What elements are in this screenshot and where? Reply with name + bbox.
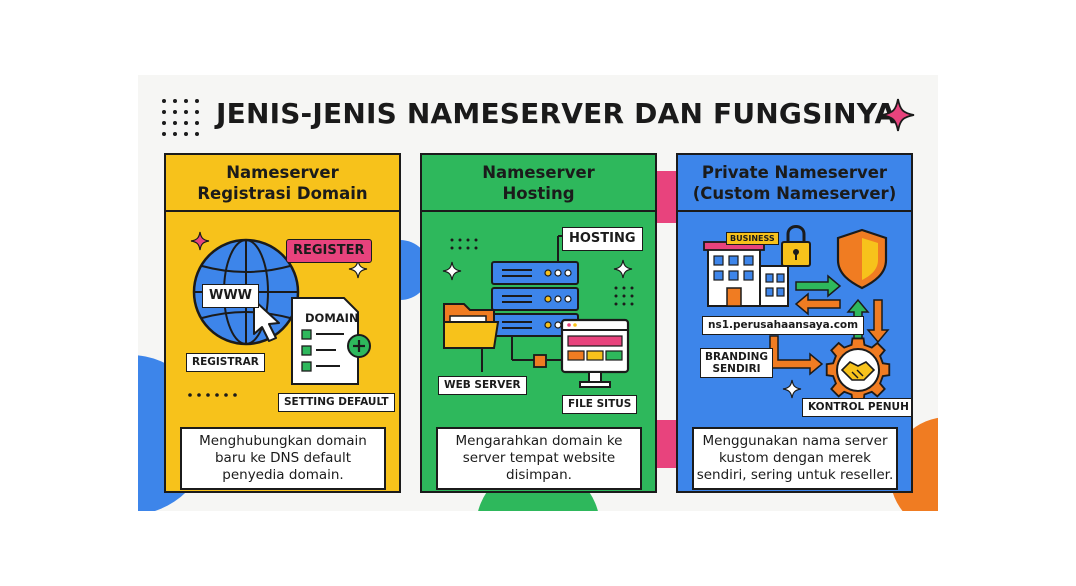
server-stack-icon	[491, 261, 579, 337]
panel-registrasi-domain: Nameserver Registrasi Domain	[164, 153, 401, 493]
shield-icon	[836, 228, 888, 290]
panel-title: Nameserver Hosting	[482, 162, 595, 203]
branding-sendiri-tag: BRANDING SENDIRI	[700, 348, 774, 378]
building-icon	[703, 241, 789, 307]
panel-private-nameserver: Private Nameserver (Custom Nameserver)	[676, 153, 913, 493]
setting-default-tag: SETTING DEFAULT	[278, 393, 395, 412]
sparkle-icon	[442, 261, 462, 281]
web-server-tag: WEB SERVER	[438, 376, 527, 395]
arrow-down-icon	[866, 299, 890, 344]
monitor-icon	[560, 318, 630, 388]
description-text: Menghubungkan domain baru ke DNS default…	[199, 433, 367, 483]
title-row: JENIS-JENIS NAMESERVER DAN FUNGSINYA	[138, 75, 938, 153]
business-tag: BUSINESS	[726, 232, 779, 245]
panel-title: Nameserver Registrasi Domain	[197, 162, 368, 203]
infographic: JENIS-JENIS NAMESERVER DAN FUNGSINYA Nam…	[138, 75, 938, 511]
domain-label: DOMAIN	[305, 311, 359, 325]
top-pink-bar	[654, 171, 679, 223]
hosting-tag: HOSTING	[562, 227, 643, 251]
registrar-tag: REGISTRAR	[186, 353, 265, 372]
sparkle-icon	[348, 259, 368, 279]
description-text: Mengarahkan domain ke server tempat webs…	[455, 433, 623, 483]
dot-grid-icon	[450, 238, 478, 250]
arrow-right-icon	[795, 274, 842, 298]
sparkle-icon	[613, 259, 633, 279]
description-box: Menggunakan nama server kustom dengan me…	[692, 427, 898, 490]
www-label: WWW	[202, 284, 260, 308]
lock-icon	[781, 225, 811, 267]
panel-illustration: HOSTING WEB SERVER FILE SITUS	[422, 212, 655, 422]
sparkle-icon	[782, 379, 802, 399]
add-icon	[347, 334, 371, 358]
bottom-pink-bar	[654, 420, 679, 468]
panel-header: Private Nameserver (Custom Nameserver)	[678, 155, 911, 212]
sparkle-icon	[190, 231, 210, 251]
cursor-icon	[253, 299, 280, 342]
description-text: Menggunakan nama server kustom dengan me…	[696, 433, 894, 483]
dot-grid-icon	[614, 286, 634, 306]
description-box: Menghubungkan domain baru ke DNS default…	[180, 427, 386, 490]
kontrol-penuh-tag: KONTROL PENUH	[802, 398, 911, 417]
nameserver-address-tag: ns1.perusahaansaya.com	[702, 316, 865, 335]
page-title: JENIS-JENIS NAMESERVER DAN FUNGSINYA	[216, 97, 897, 130]
register-tag: REGISTER	[286, 239, 372, 263]
panel-hosting: Nameserver Hosting	[420, 153, 657, 493]
gear-handshake-icon	[825, 337, 891, 402]
arrow-left-icon	[794, 292, 841, 316]
dot-grid-icon	[162, 99, 199, 136]
dot-row	[188, 393, 237, 397]
panel-illustration: BUSINESS ns1.perusahaansaya.com BRANDING…	[678, 212, 911, 422]
sparkle-icon	[881, 98, 915, 132]
panel-header: Nameserver Hosting	[422, 155, 655, 212]
file-situs-tag: FILE SITUS	[562, 395, 638, 414]
panel-title: Private Nameserver (Custom Nameserver)	[692, 162, 897, 203]
folder-icon	[443, 303, 500, 349]
panel-illustration: REGISTER WWW DOMAIN REGISTRAR SETTING DE…	[166, 212, 399, 422]
arrow-to-gear-icon	[769, 335, 824, 376]
description-box: Mengarahkan domain ke server tempat webs…	[436, 427, 642, 490]
panel-header: Nameserver Registrasi Domain	[166, 155, 399, 212]
